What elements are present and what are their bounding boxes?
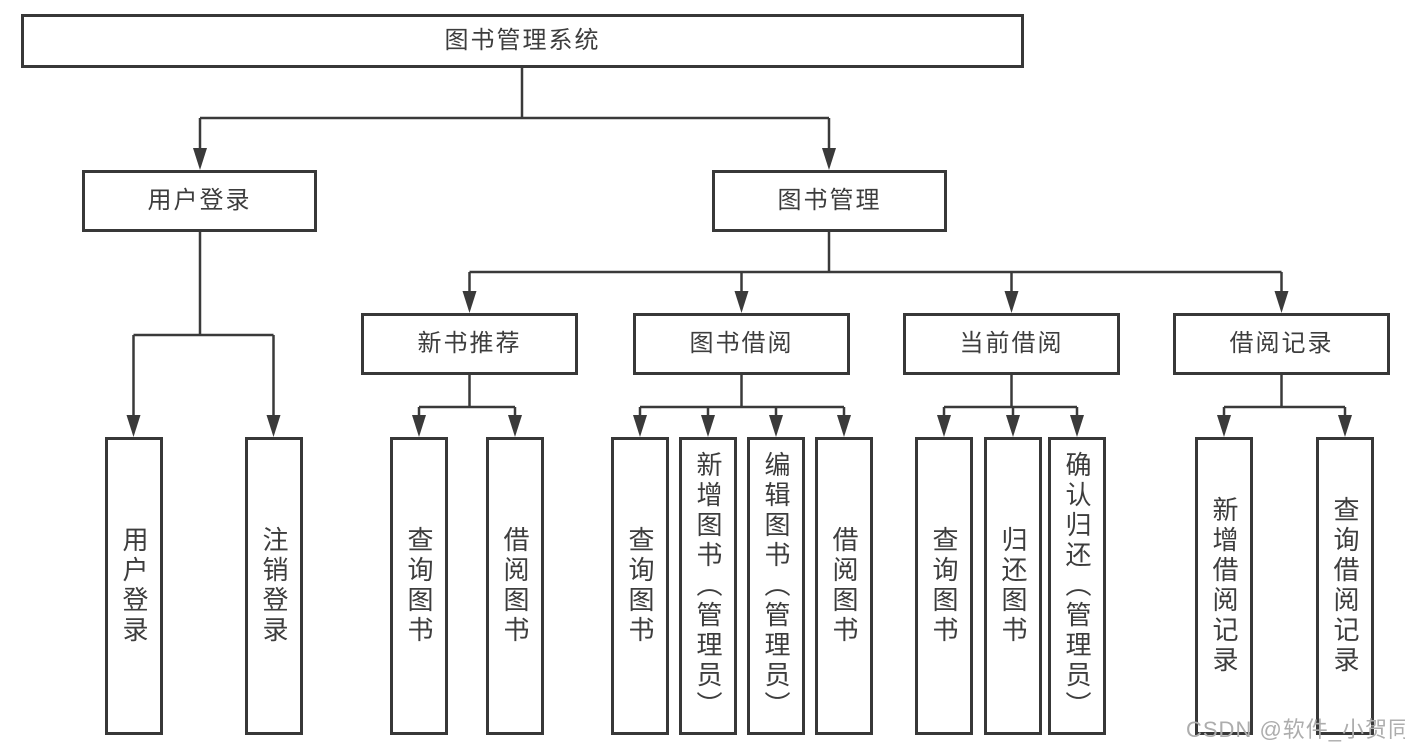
node-current-borrow: 当前借阅 [903, 313, 1120, 375]
watermark: CSDN @软件_小贺同学 [1186, 717, 1405, 742]
node-bb-add-books-admin: 新增图书（管理员） [679, 437, 737, 735]
node-bb-query-books: 查询图书 [611, 437, 669, 735]
node-br-add-record: 新增借阅记录 [1195, 437, 1253, 735]
node-book-mgmt: 图书管理 [712, 170, 947, 232]
node-nbr-query-books: 查询图书 [390, 437, 448, 735]
node-login: 用户登录 [105, 437, 163, 735]
node-br-query-record: 查询借阅记录 [1316, 437, 1374, 735]
node-book-borrow: 图书借阅 [633, 313, 850, 375]
node-user-login: 用户登录 [82, 170, 317, 232]
node-nbr-borrow-books: 借阅图书 [486, 437, 544, 735]
arrowheads [126, 148, 1352, 437]
node-cb-confirm-return-admin: 确认归还（管理员） [1048, 437, 1106, 735]
node-bb-borrow-books: 借阅图书 [815, 437, 873, 735]
node-borrow-records: 借阅记录 [1173, 313, 1390, 375]
node-cb-query-books: 查询图书 [915, 437, 973, 735]
node-logout: 注销登录 [245, 437, 303, 735]
node-root: 图书管理系统 [21, 14, 1024, 68]
node-bb-edit-books-admin: 编辑图书（管理员） [747, 437, 805, 735]
node-new-book-rec: 新书推荐 [361, 313, 578, 375]
node-cb-return-books: 归还图书 [984, 437, 1042, 735]
